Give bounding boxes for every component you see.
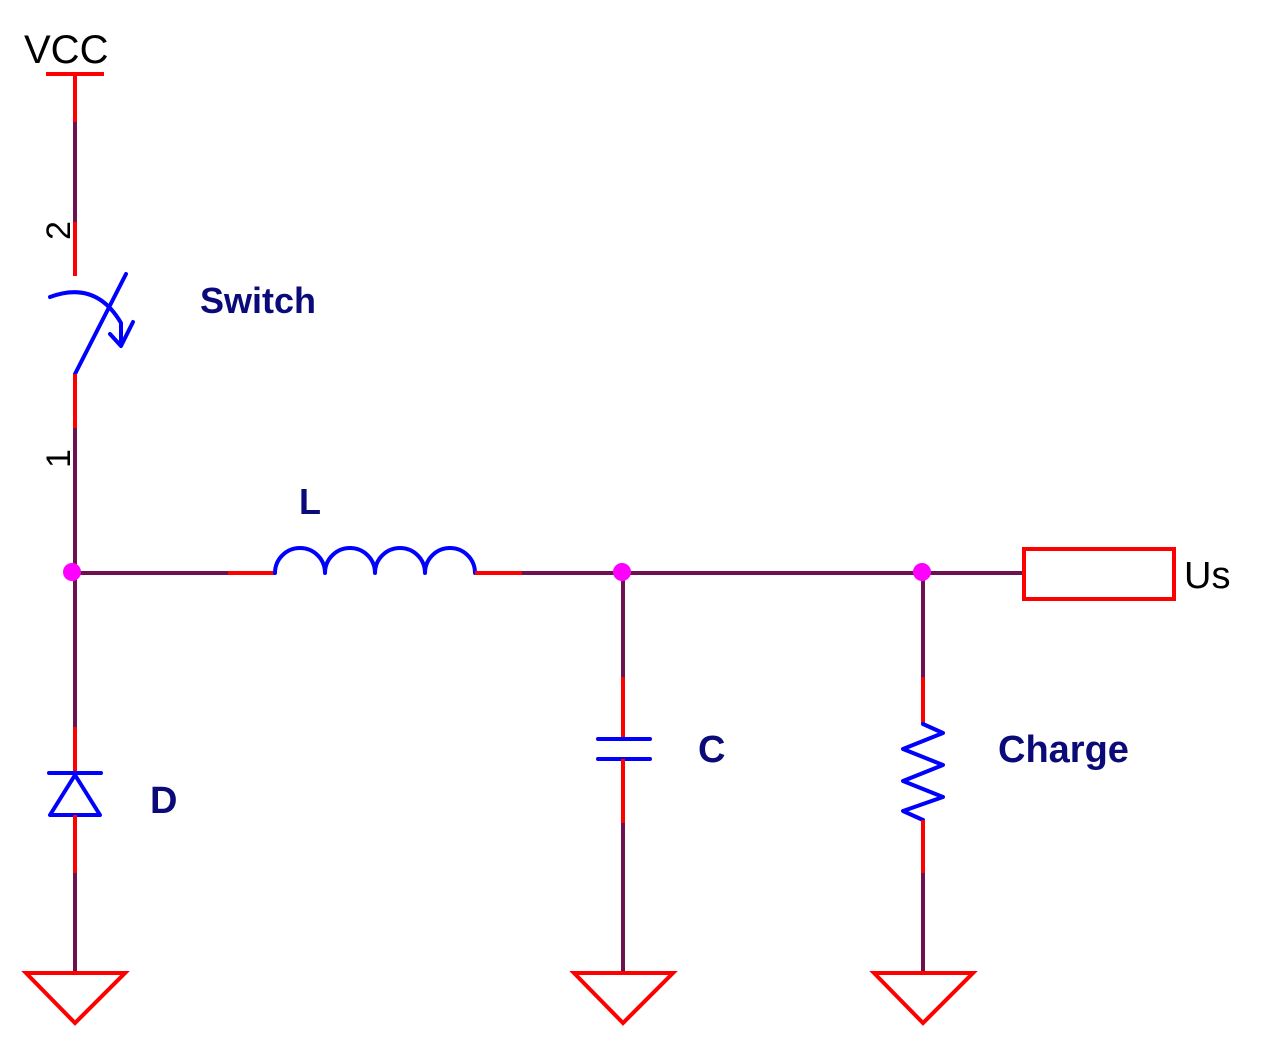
junction-dot-switch-node — [63, 563, 81, 581]
ground-icon — [21, 971, 130, 1026]
resistor-label: Charge — [998, 729, 1129, 771]
output-port-label: Us — [1184, 555, 1230, 597]
output-port-icon — [1022, 547, 1176, 601]
diode-label: D — [150, 780, 177, 822]
vcc-icon — [46, 72, 104, 122]
junction-dot-capacitor-node — [613, 563, 631, 581]
resistor-icon — [901, 722, 945, 822]
vcc-label: VCC — [24, 28, 108, 72]
inductor-icon — [273, 546, 477, 575]
switch-pin1-number: 1 — [40, 449, 78, 468]
switch-label: Switch — [200, 280, 316, 321]
ground-icon — [569, 971, 678, 1026]
ground-icon — [869, 971, 978, 1026]
inductor-label: L — [299, 481, 321, 522]
switch-icon — [48, 272, 135, 376]
diode-icon — [47, 771, 103, 817]
junction-dot-resistor-node — [913, 563, 931, 581]
switch-pin2-number: 2 — [40, 221, 78, 240]
capacitor-label: C — [698, 729, 725, 771]
capacitor-icon — [596, 737, 652, 761]
